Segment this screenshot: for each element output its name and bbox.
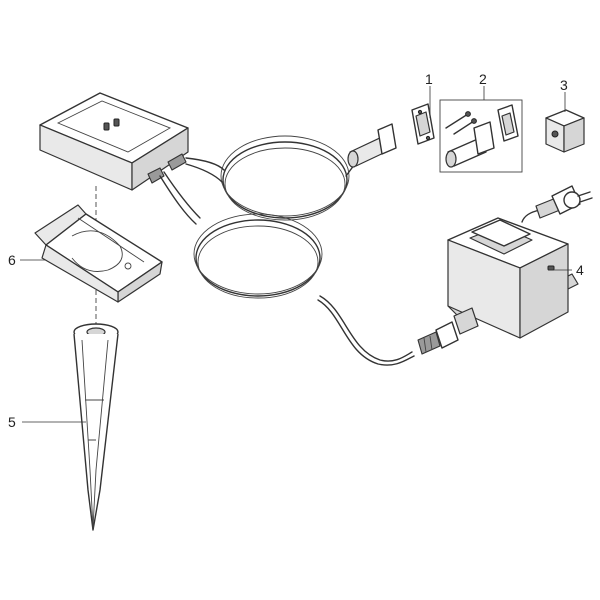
transformer (417, 185, 593, 355)
terminal-cap (545, 109, 585, 153)
label-5: 5 (8, 414, 16, 430)
holder (34, 204, 163, 303)
label-2: 2 (479, 71, 487, 87)
connector-plate (411, 103, 435, 145)
wall-bracket-kit (439, 99, 523, 173)
label-6: 6 (8, 252, 16, 268)
label-4: 4 (576, 262, 584, 278)
labels: 1 2 3 4 5 6 (8, 71, 584, 430)
cable-plug (347, 123, 397, 168)
cables (159, 157, 415, 366)
indicator-light-icon (103, 122, 110, 131)
ground-spike (73, 323, 119, 531)
cable-coils (193, 135, 350, 299)
indicator-light-icon (547, 265, 555, 271)
label-1: 1 (425, 71, 433, 87)
controller-box (39, 92, 189, 191)
label-3: 3 (560, 77, 568, 93)
indicator-light-icon (113, 118, 120, 127)
